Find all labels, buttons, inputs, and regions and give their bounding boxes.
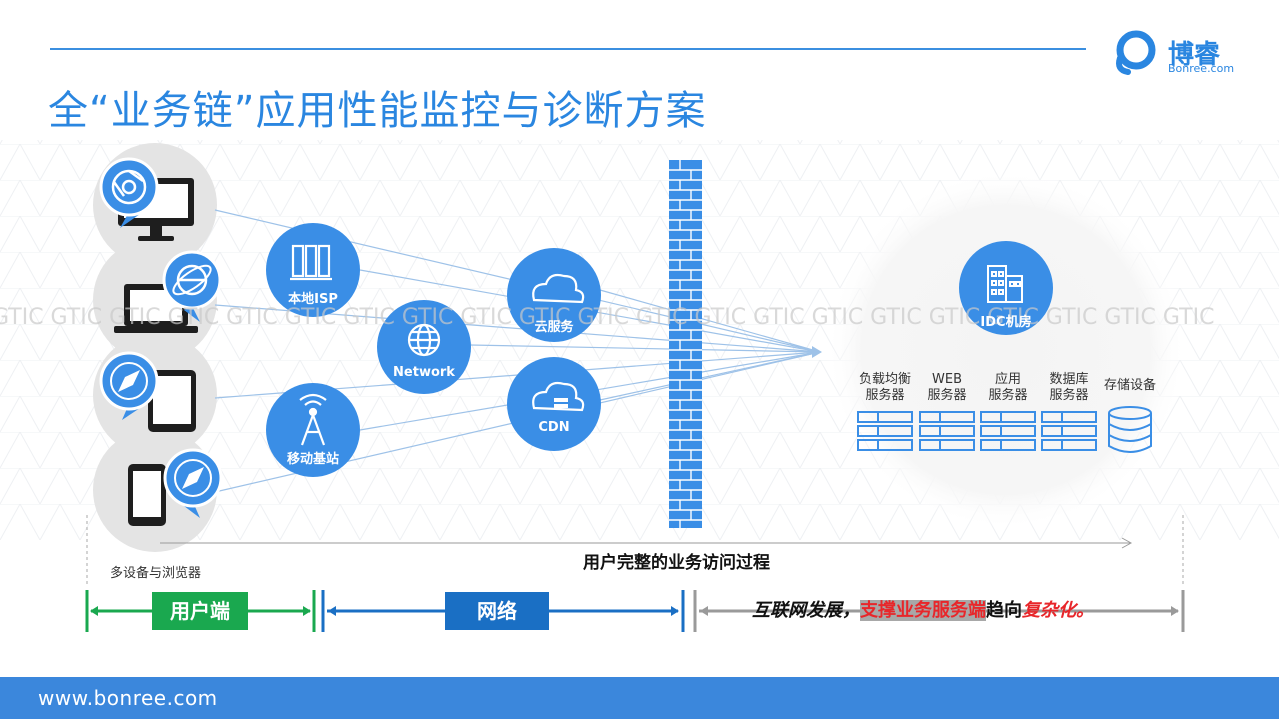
footer-bar bbox=[0, 677, 1279, 719]
watermark: GTIC GTIC GTIC GTIC GTIC GTIC GTIC GTIC … bbox=[0, 305, 1214, 330]
journey-arrow-head bbox=[1121, 537, 1133, 549]
cloud-node bbox=[507, 248, 601, 342]
lb-server-label: 负载均衡服务器 bbox=[858, 372, 911, 403]
bonree-logo-icon bbox=[1116, 30, 1156, 75]
server-racks bbox=[857, 406, 1152, 453]
devices-label: 多设备与浏览器 bbox=[110, 566, 202, 581]
cdn-node bbox=[507, 357, 601, 451]
network-node bbox=[377, 300, 471, 394]
isp-node bbox=[266, 223, 360, 317]
convergence-arrow bbox=[812, 346, 822, 358]
isp-label: 本地ISP bbox=[288, 292, 338, 307]
cdn-label: CDN bbox=[538, 420, 570, 435]
web-server-icon bbox=[919, 411, 975, 451]
logo-name: 博睿 bbox=[1168, 40, 1221, 70]
firewall-icon bbox=[669, 160, 702, 528]
chrome-icon bbox=[99, 157, 159, 228]
ie-icon bbox=[162, 250, 222, 322]
mobile-tower-node bbox=[266, 383, 360, 477]
user-segment-label: 用户端 bbox=[152, 592, 248, 630]
journey-label: 用户完整的业务访问过程 bbox=[583, 553, 770, 573]
idc-node bbox=[959, 241, 1053, 335]
cloud-label: 云服务 bbox=[534, 320, 574, 335]
tablet-icon bbox=[148, 370, 196, 432]
db-server-icon bbox=[1041, 411, 1097, 451]
storage-icon bbox=[1108, 406, 1152, 453]
summary-text: 互联网发展，支撑业务服务端趋向复杂化。 bbox=[752, 600, 1094, 621]
page-title: 全“业务链”应用性能监控与诊断方案 bbox=[48, 88, 707, 134]
lb-server-icon bbox=[857, 411, 913, 451]
app-server-icon bbox=[980, 411, 1036, 451]
safari-icon-tablet bbox=[99, 351, 159, 420]
idc-zone bbox=[826, 170, 1186, 530]
logo-domain: Bonree.com bbox=[1168, 62, 1235, 75]
footer-url[interactable]: www.bonree.com bbox=[38, 686, 218, 710]
network-label: Network bbox=[393, 365, 455, 380]
architecture-diagram: GTIC GTIC GTIC GTIC GTIC GTIC GTIC GTIC … bbox=[0, 140, 1279, 632]
network-segment-label: 网络 bbox=[445, 592, 549, 630]
idc-label: IDC机房 bbox=[980, 315, 1032, 330]
db-server-label: 数据库服务器 bbox=[1049, 372, 1089, 403]
mobile-label: 移动基站 bbox=[286, 452, 339, 467]
app-server-label: 应用服务器 bbox=[988, 372, 1028, 403]
phone-icon bbox=[128, 464, 166, 526]
safari-icon-phone bbox=[163, 448, 223, 518]
header-divider bbox=[50, 48, 1086, 50]
storage-label: 存储设备 bbox=[1103, 378, 1156, 393]
